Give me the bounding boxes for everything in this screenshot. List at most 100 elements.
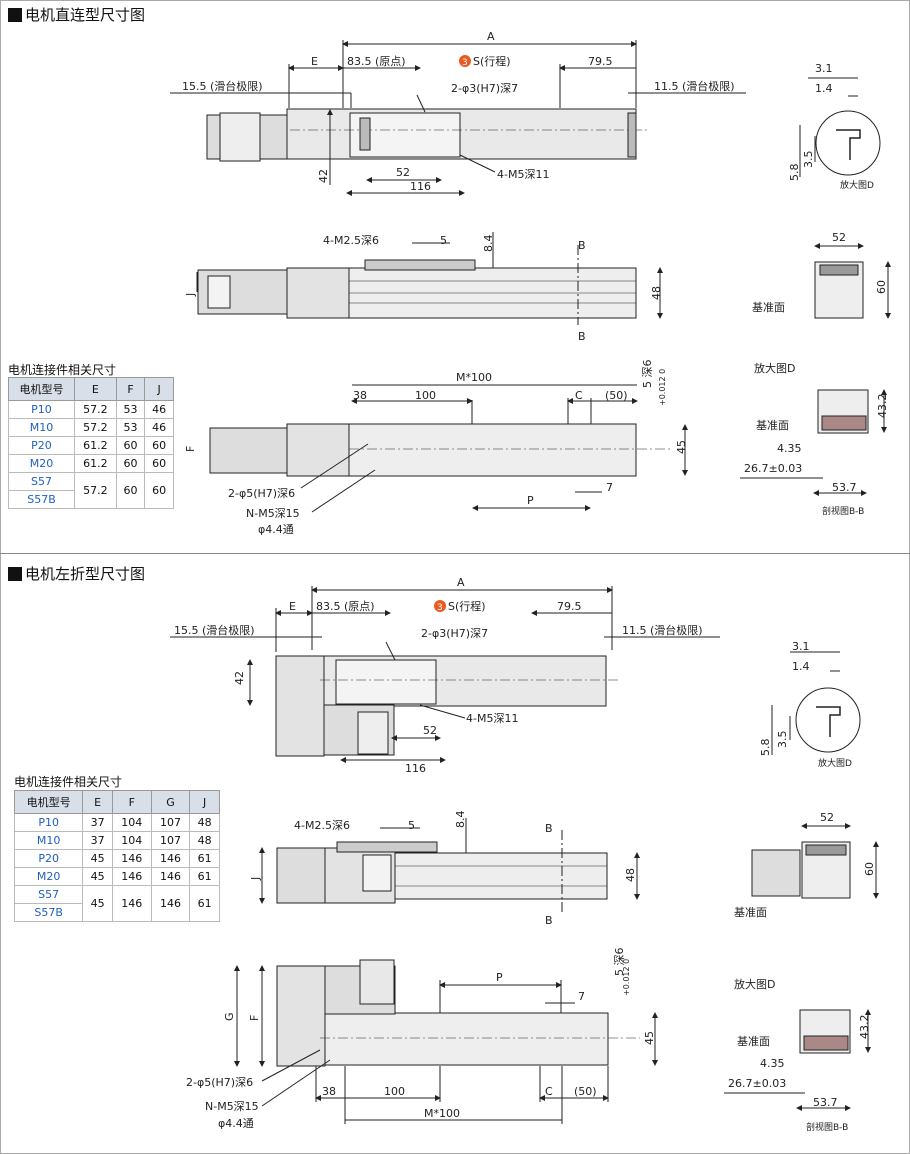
dim-label: 53.7 <box>813 1096 838 1109</box>
dim-label: 3.1 <box>792 640 810 653</box>
dim-label: 52 <box>832 231 846 244</box>
table-header: J <box>144 377 174 401</box>
dim-label: 基准面 <box>752 301 785 314</box>
dim-label: C <box>545 1085 553 1098</box>
dim-label: (50) <box>605 389 628 402</box>
dim-label: 4.35 <box>760 1057 785 1070</box>
dim-label: 116 <box>410 180 431 193</box>
dim-label: 3.5 <box>802 151 815 169</box>
stroke-marker-icon <box>459 55 471 67</box>
dim-label: 2-φ5(H7)深6 <box>228 487 295 500</box>
dim-label: 60 <box>875 280 888 294</box>
dim-label: E <box>311 55 318 68</box>
s1-side-view <box>196 232 663 325</box>
dim-label: P <box>527 494 534 507</box>
section-divider <box>0 553 910 554</box>
dim-label: 79.5 <box>588 55 613 68</box>
dim-label: 5 深6 <box>613 948 626 977</box>
dim-label: 5.8 <box>788 164 801 182</box>
dim-label: 53.7 <box>832 481 857 494</box>
s2-side-view <box>259 818 640 912</box>
dim-label: 8.4 <box>482 235 495 253</box>
section1-title: 电机直连型尺寸图 <box>8 4 145 25</box>
dim-label: 2-φ3(H7)深7 <box>421 627 488 640</box>
dim-label: 4-M5深11 <box>466 712 518 725</box>
dim-label: A <box>457 576 465 589</box>
dim-label: 116 <box>405 762 426 775</box>
dim-label: 剖视图B-B <box>822 505 864 517</box>
dim-label: 11.5 (滑台极限) <box>622 623 703 637</box>
dim-label: E <box>289 600 296 613</box>
dim-label: 38 <box>353 389 367 402</box>
dim-label: 45 <box>643 1031 656 1045</box>
dim-label: 基准面 <box>737 1035 770 1048</box>
dim-label: 15.5 (滑台极限) <box>182 79 263 93</box>
s1-right-labels: 3.1 1.4 5.8 3.5 放大图D 52 60 基准面 放大图D 43.2… <box>744 62 889 517</box>
dim-label: 48 <box>624 868 637 882</box>
section2-title: 电机左折型尺寸图 <box>8 563 145 584</box>
dim-label: 48 <box>650 286 663 300</box>
dim-label: φ4.4通 <box>258 523 294 536</box>
dim-label: B <box>545 914 553 927</box>
dim-label: M*100 <box>424 1107 460 1120</box>
dim-label: G <box>223 1012 236 1021</box>
dim-label: 15.5 (滑台极限) <box>174 623 255 637</box>
table-row: S57B <box>8 490 174 509</box>
dim-label: 4-M2.5深6 <box>294 819 350 832</box>
dim-label: 43.2 <box>858 1015 871 1040</box>
dim-label: 基准面 <box>756 419 789 432</box>
s1-bottom-view <box>209 384 688 513</box>
dim-label: 4-M5深11 <box>497 168 549 181</box>
dim-label: 52 <box>423 724 437 737</box>
dim-label: S(行程) <box>473 55 511 68</box>
dim-label: 45 <box>675 440 688 454</box>
dim-label: 5.8 <box>759 739 772 757</box>
dim-label: N-M5深15 <box>246 507 300 520</box>
dim-label: 83.5 (原点) <box>347 55 406 68</box>
section-marker-icon <box>8 7 22 22</box>
table-row: S57B <box>13 903 220 922</box>
dim-label: 100 <box>415 389 436 402</box>
dim-label: 83.5 (原点) <box>316 600 375 613</box>
dim-label: 52 <box>396 166 410 179</box>
dim-label: 放大图D <box>840 179 874 191</box>
dim-label: 60 <box>863 862 876 876</box>
dim-label: S(行程) <box>448 600 486 613</box>
dim-label: J <box>249 877 262 881</box>
stroke-marker-number: 3 <box>437 603 443 613</box>
table1-title: 电机连接件相关尺寸 <box>8 363 117 377</box>
s2-side-labels: 4-M2.5深6 5 8.4 B B 48 J <box>249 811 637 928</box>
s2-top-labels: A E 83.5 (原点) 3 S(行程) 79.5 15.5 (滑台极限) 1… <box>174 576 703 775</box>
dim-label: F <box>184 446 197 452</box>
dim-label: N-M5深15 <box>205 1100 259 1113</box>
dim-label: 5 <box>440 234 447 247</box>
dim-label: 7 <box>578 990 585 1003</box>
s1-right-details <box>740 77 891 496</box>
dim-label: M*100 <box>456 371 492 384</box>
dim-label: +0.012 0 <box>658 369 667 406</box>
table-header: E <box>82 790 113 814</box>
dim-label: 3.5 <box>776 731 789 749</box>
dim-label: J <box>184 293 197 297</box>
dim-label: 4.35 <box>777 442 802 455</box>
dim-label: 放大图D <box>754 361 795 375</box>
dim-label: 43.2 <box>876 394 889 419</box>
stroke-marker-icon <box>434 600 446 612</box>
s2-right-labels: 3.1 1.4 5.8 3.5 放大图D 52 60 基准面 放大图D 43.2… <box>728 640 876 1133</box>
dim-label: 1.4 <box>792 660 810 673</box>
dim-label: 11.5 (滑台极限) <box>654 79 735 93</box>
dim-label: 放大图D <box>734 977 775 991</box>
s2-right-details <box>724 651 879 1111</box>
dim-label: 基准面 <box>734 906 767 919</box>
dim-label: 8.4 <box>454 811 467 829</box>
s1-bottom-labels: M*100 38 100 C (50) +0.012 0 5 深6 45 F P… <box>184 360 688 537</box>
section-marker-icon <box>8 566 22 581</box>
dim-label: 2-φ3(H7)深7 <box>451 82 518 95</box>
s2-bottom-labels: P 7 +0.012 0 5 深6 45 G F 2-φ5(H7)深6 38 1… <box>186 948 656 1131</box>
